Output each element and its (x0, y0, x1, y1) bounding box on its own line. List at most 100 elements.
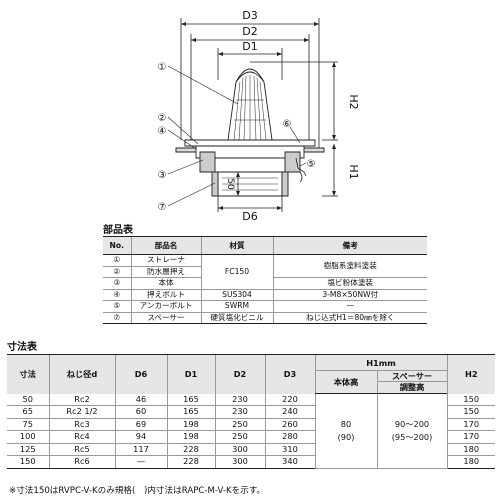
callout-4: ④ (158, 126, 167, 137)
callout-6: ⑥ (283, 119, 292, 130)
dim-d3-label: D3 (242, 9, 257, 22)
dims-header-thread: ねじ径d (48, 354, 115, 394)
dims-cell: 280 (264, 430, 315, 444)
dims-h1-adjust-cell: 90～200 (95～200) (376, 393, 447, 469)
table-row: ③ 本体 塩ビ粉体塗装 (103, 277, 427, 290)
table-row: ⑤ アンカーボルト SWRM — (103, 300, 427, 313)
callout-2: ② (158, 113, 167, 124)
parts-cell: ① (103, 254, 131, 267)
parts-header-remarks: 備考 (272, 236, 427, 255)
dims-cell: Rc4 (48, 430, 115, 444)
dims-cell: 228 (166, 455, 215, 469)
dims-cell: 165 (166, 405, 215, 419)
table-row: 100 Rc4 94 198 250 280 170 (7, 430, 495, 444)
dims-cell: 250 (214, 430, 265, 444)
dims-header-body-height: 本体高 (314, 370, 377, 394)
dims-cell: 150 (446, 405, 495, 419)
parts-cell: ③ (103, 277, 131, 290)
dims-header-d3: D3 (264, 354, 315, 394)
dims-header-spacer: スペーサー 調整高 (376, 370, 447, 394)
dims-cell: 198 (166, 430, 215, 444)
dim-h2-label: H2 (347, 94, 360, 109)
dim-d1-label: D1 (242, 40, 257, 53)
dims-cell: 240 (264, 405, 315, 419)
dims-cell: Rc3 (48, 418, 115, 431)
dims-cell: 75 (7, 418, 49, 431)
table-row: ⑦ スペーサー 硬質塩化ビニル ねじ込式H1＝80㎜を除く (103, 312, 427, 324)
dims-cell: Rc2 (48, 393, 115, 406)
dims-h1-body: 80 (340, 418, 352, 429)
dims-cell: 46 (114, 393, 167, 406)
dims-cell: 69 (114, 418, 167, 431)
dims-cell: 125 (7, 443, 49, 456)
dims-h1-body-alt: (90) (337, 431, 355, 442)
dims-cell: Rc5 (48, 443, 115, 456)
parts-cell: 押えボルト (130, 289, 201, 301)
dims-cell: 340 (264, 455, 315, 469)
parts-cell: 樹脂系塗料塗装 (272, 254, 427, 278)
dim-h1-label: H1 (347, 164, 360, 179)
dim-50-label: 50 (225, 178, 235, 190)
table-row: 75 Rc3 69 198 250 260 170 (7, 418, 495, 431)
dims-cell: — (114, 455, 167, 469)
dims-cell: 228 (166, 443, 215, 456)
dims-cell: 300 (214, 455, 265, 469)
parts-table: No. 部品名 材質 備考 ① ストレーナ FC150 樹脂系塗料塗装 ② 防水… (103, 236, 427, 324)
dims-cell: 198 (166, 418, 215, 431)
dims-cell: 65 (7, 405, 49, 419)
parts-cell: 硬質塩化ビニル (200, 312, 273, 324)
dims-header-spacer-label: スペーサー (377, 371, 447, 382)
callout-5: ⑤ (307, 159, 316, 170)
table-row: ② 防水層押え (103, 266, 427, 278)
parts-table-title: 部品表 (103, 225, 133, 236)
dim-d6-label: D6 (242, 210, 257, 223)
table-row: 125 Rc5 117 228 300 310 180 (7, 443, 495, 456)
dims-cell: 117 (114, 443, 167, 456)
dimensions-table: 寸法 ねじ径d D6 D1 D2 D3 H1mm H2 本体高 スペーサー 調整… (7, 354, 495, 469)
dims-header-d6: D6 (114, 354, 167, 394)
parts-header-no: No. (103, 236, 131, 255)
dims-cell: 310 (264, 443, 315, 456)
table-row: ① ストレーナ FC150 樹脂系塗料塗装 (103, 254, 427, 290)
dims-cell: 94 (114, 430, 167, 444)
dim-d2-label: D2 (242, 25, 257, 38)
parts-header-name: 部品名 (130, 236, 201, 255)
dims-header-size: 寸法 (7, 354, 49, 394)
parts-header-material: 材質 (200, 236, 273, 255)
dims-cell: 220 (264, 393, 315, 406)
parts-cell: FC150 (200, 254, 273, 290)
parts-cell: ④ (103, 289, 131, 301)
dims-cell: 230 (214, 405, 265, 419)
parts-cell: 防水層押え (130, 266, 201, 278)
dims-cell: Rc2 1/2 (48, 405, 115, 419)
parts-cell: ⑤ (103, 300, 131, 313)
dims-cell: 230 (214, 393, 265, 406)
parts-cell: 塩ビ粉体塗装 (272, 277, 427, 290)
table-row: 50 Rc2 46 165 230 220 80 (90) 90～200 (95… (7, 393, 495, 469)
dims-h1-adjust-alt: (95～200) (391, 431, 433, 442)
parts-cell: 3-M8×50NW付 (272, 289, 427, 301)
table-row: 150 Rc6 — 228 300 340 180 (7, 455, 495, 469)
dims-header-h2: H2 (446, 354, 495, 394)
callout-1: ① (158, 62, 167, 73)
dims-cell: 150 (446, 393, 495, 406)
dims-cell: 180 (446, 455, 495, 469)
parts-cell: ストレーナ (130, 254, 201, 267)
table-row: ④ 押えボルト SUS304 3-M8×50NW付 (103, 289, 427, 301)
dims-table-title: 寸法表 (7, 342, 37, 353)
parts-cell: アンカーボルト (130, 300, 201, 313)
callout-3: ③ (158, 170, 167, 181)
drain-cross-section-drawing: D3 D2 D1 D6 H2 H1 50 ① ② ④ ③ ⑤ ⑥ ⑦ (158, 9, 360, 223)
table-row: 65 Rc2 1/2 60 165 230 240 150 (7, 405, 495, 419)
footnote: ※寸法150はRVPC-V-Kのみ規格( )内寸法はRAPC-M-V-Kを示す。 (9, 486, 266, 496)
dims-cell: 260 (264, 418, 315, 431)
dims-cell: 50 (7, 393, 49, 406)
dims-cell: Rc6 (48, 455, 115, 469)
dims-cell: 170 (446, 430, 495, 444)
dims-cell: 60 (114, 405, 167, 419)
dims-header-h1: H1mm (314, 354, 447, 371)
parts-cell: — (272, 300, 427, 313)
parts-cell: ② (103, 266, 131, 278)
parts-cell: ねじ込式H1＝80㎜を除く (272, 312, 427, 324)
dims-cell: 165 (166, 393, 215, 406)
